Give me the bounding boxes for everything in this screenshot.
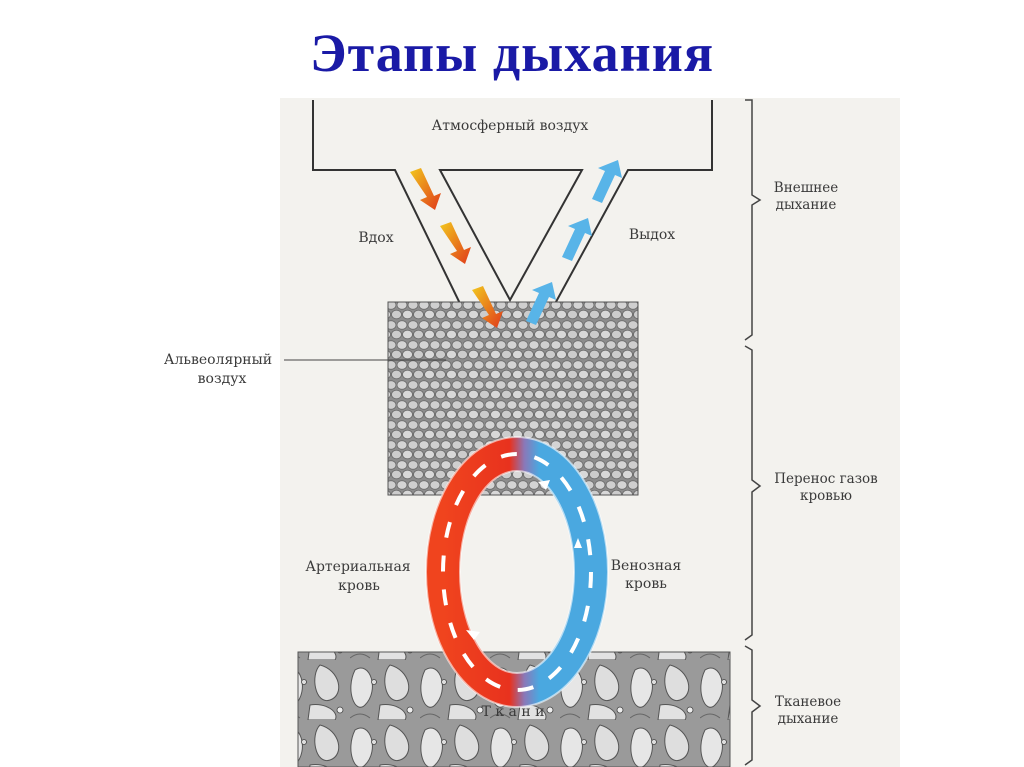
alveolar-air-label-line1: Альвеолярный [164, 352, 272, 368]
stage-transport-line1: Перенос газов [774, 471, 878, 487]
stage-brackets [744, 99, 762, 766]
slide-title: Этапы дыхания [309, 23, 715, 83]
exhale-label: Выдох [629, 227, 675, 243]
stage-transport-line2: кровью [800, 488, 852, 504]
airway-outline [312, 100, 713, 323]
stage-external-line1: Внешнее [774, 180, 838, 196]
venous-blood-label-line1: Венозная [611, 558, 682, 574]
arterial-blood-label-line2: кровь [338, 578, 380, 594]
atmospheric-air-label: Атмосферный воздух [432, 118, 589, 134]
stage-tissue-line1: Тканевое [775, 694, 841, 710]
stage-external-line2: дыхание [776, 197, 837, 213]
alveolar-air-label-line2: воздух [198, 371, 247, 387]
inhale-label: Вдох [358, 230, 393, 246]
arterial-blood-label-line1: Артериальная [305, 559, 410, 575]
tissues-label: Т к а н и [482, 704, 545, 720]
exhale-arrow [526, 160, 622, 325]
venous-blood-label-line2: кровь [625, 576, 667, 592]
inhale-arrow [410, 168, 503, 328]
blood-ring [425, 436, 609, 708]
airway-divider [438, 169, 584, 303]
stage-tissue-line2: дыхание [778, 711, 839, 727]
tissue-band [297, 651, 731, 767]
